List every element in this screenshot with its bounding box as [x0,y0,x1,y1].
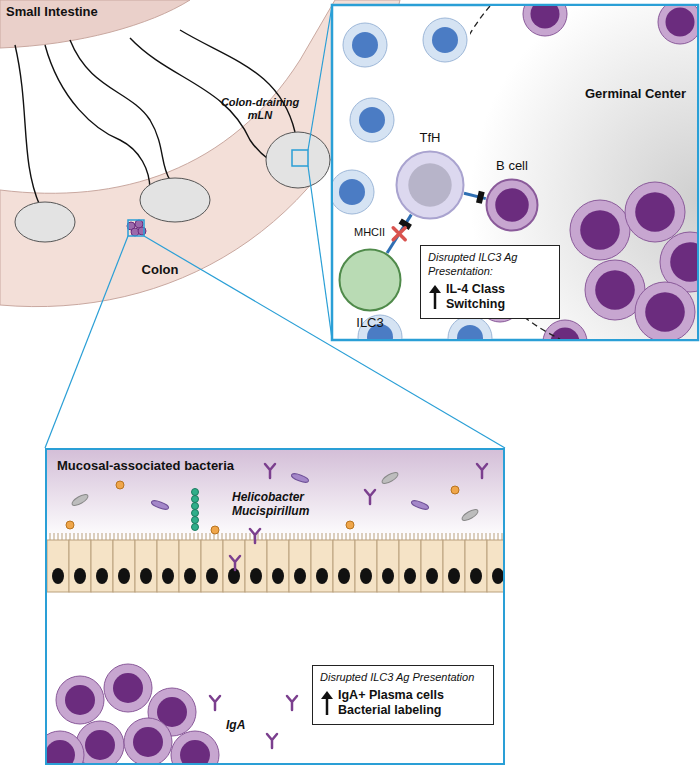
result-box: Disrupted ILC3 Ag Presentation: IL-4 Clas… [420,245,560,319]
ilc3-cell: ILC3 [338,248,402,312]
antibody-label: IgA [226,718,266,732]
bacteria [66,470,480,534]
organ-label: Small Intestine [6,4,166,20]
increase-arrow [428,284,442,310]
tfh-cell: TfH [395,150,465,220]
b-cell: B cell [485,178,539,232]
mucus-layer [47,450,503,540]
cell-shape [485,178,539,232]
epithelium [47,540,503,592]
cell-label: TfH [385,130,475,145]
mhc-contact [387,215,411,253]
result-text: IL-4 Class Switching [446,282,542,313]
cell-shape [338,248,402,312]
zoom-panel [332,5,698,340]
small-intestine [0,0,190,48]
receptor-symbol [393,218,412,239]
zoom-marker [128,220,144,236]
cell-label: B cell [467,158,557,173]
condition-text: Disrupted ILC3 Ag Presentation [320,671,474,685]
lymph-node [15,202,75,242]
colon-plasma-cells [127,220,146,236]
result-text: IgA+ Plasma cells Bacterial labeling [338,688,478,719]
lymph-node [140,178,210,222]
condition-text: Disrupted ILC3 Ag Presentation: [428,251,552,279]
cell-label: ILC3 [325,315,415,330]
region-label: Germinal Center [585,86,695,101]
mucosa-panel: Mucosal-associated bacteriaDisrupted ILC… [45,448,505,765]
bacteria-label: Helicobacter Mucispirillum [232,490,332,519]
lymph-node-label: Colon-draining mLN [218,96,302,122]
microvilli [47,533,503,540]
receptor-symbol [476,191,485,204]
edge-label: MHCII [352,226,387,238]
mucosa-ground [47,450,503,763]
increase-arrow [320,690,334,716]
plasma-cells [47,664,219,763]
zoom-marker [292,150,308,166]
organ-label: Colon [138,262,182,278]
lymph-node [266,132,330,188]
cell-shape [395,150,465,220]
panel-heading: Mucosal-associated bacteria [57,458,234,473]
result-box: Disrupted ILC3 Ag PresentationIgA+ Plasm… [312,665,494,725]
